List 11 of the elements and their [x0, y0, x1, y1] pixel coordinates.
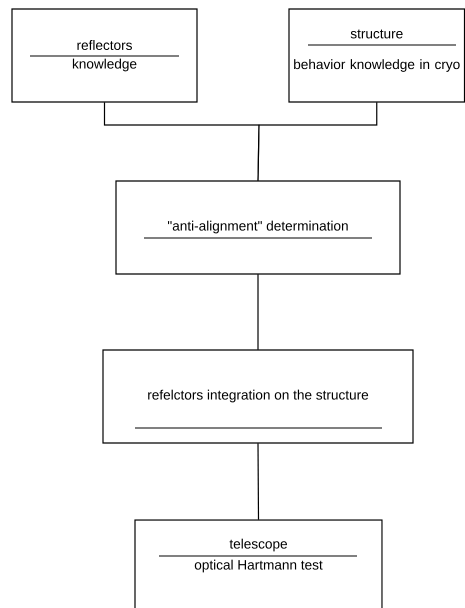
connector-line	[257, 274, 259, 350]
node-text: reflectors	[77, 40, 132, 50]
connector-line	[257, 102, 378, 180]
node-text: structure	[350, 30, 403, 38]
node-text: behavior knowledge in cryo	[294, 59, 460, 72]
node-text: refelctors integration on the structure	[148, 390, 368, 402]
node-text: telescope	[230, 538, 287, 552]
connector-line	[257, 444, 260, 520]
node-text: knowledge	[72, 58, 136, 72]
node-text: optical Hartmann test	[194, 560, 323, 572]
node-text: "anti-alignment" determination	[168, 220, 348, 234]
